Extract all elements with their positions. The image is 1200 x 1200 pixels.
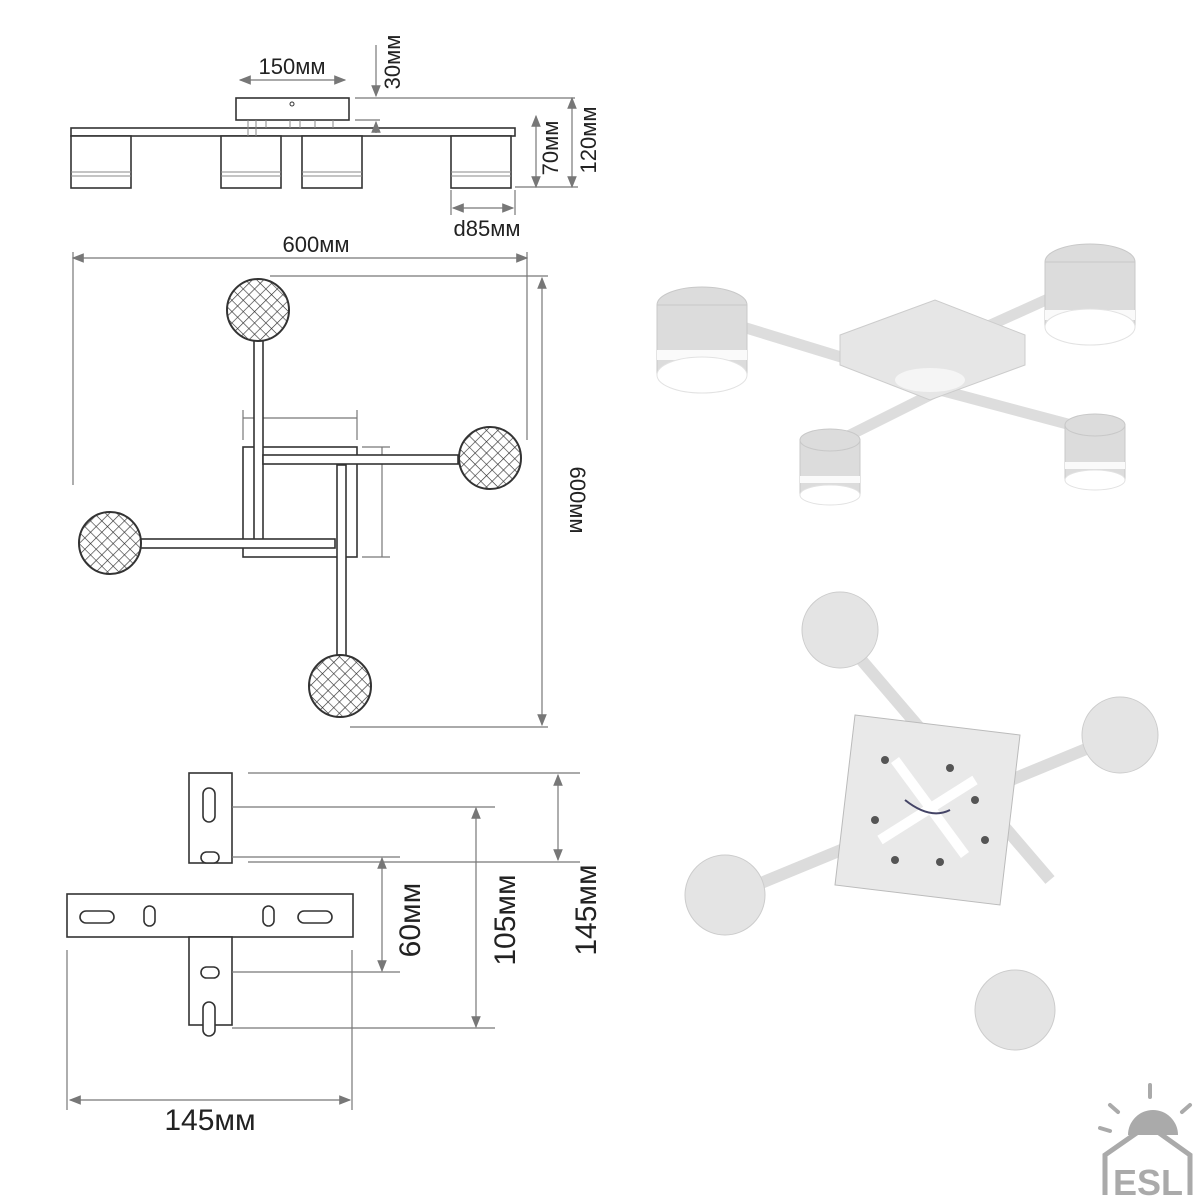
- esl-logo: ESL: [1098, 1083, 1193, 1200]
- plan-view: 600мм 600мм: [71, 232, 590, 728]
- lamp-photo-perspective: [656, 243, 1136, 506]
- bracket-inner-label: 60мм: [394, 883, 427, 958]
- lamp-photo-bottom: [684, 591, 1159, 1051]
- side-view: 150мм 30мм 70мм 120мм d85мм: [70, 35, 601, 241]
- base-height-label: 30мм: [380, 35, 405, 90]
- total-height-label: 120мм: [576, 107, 601, 174]
- bracket-view: 60мм 105мм 145мм 145мм: [66, 772, 603, 1137]
- bracket-middle-label: 105мм: [489, 874, 522, 965]
- light-heads: [78, 278, 522, 718]
- bracket-width-label: 145мм: [164, 1104, 255, 1137]
- bracket-height-label: 145мм: [570, 864, 603, 955]
- shade-height-label: 70мм: [538, 121, 563, 176]
- plan-height-label: 600мм: [565, 467, 590, 534]
- plan-width-label: 600мм: [283, 232, 350, 257]
- logo-text: ESL: [1113, 1162, 1183, 1200]
- diameter-label: d85мм: [454, 216, 521, 241]
- side-width-label: 150мм: [259, 54, 326, 79]
